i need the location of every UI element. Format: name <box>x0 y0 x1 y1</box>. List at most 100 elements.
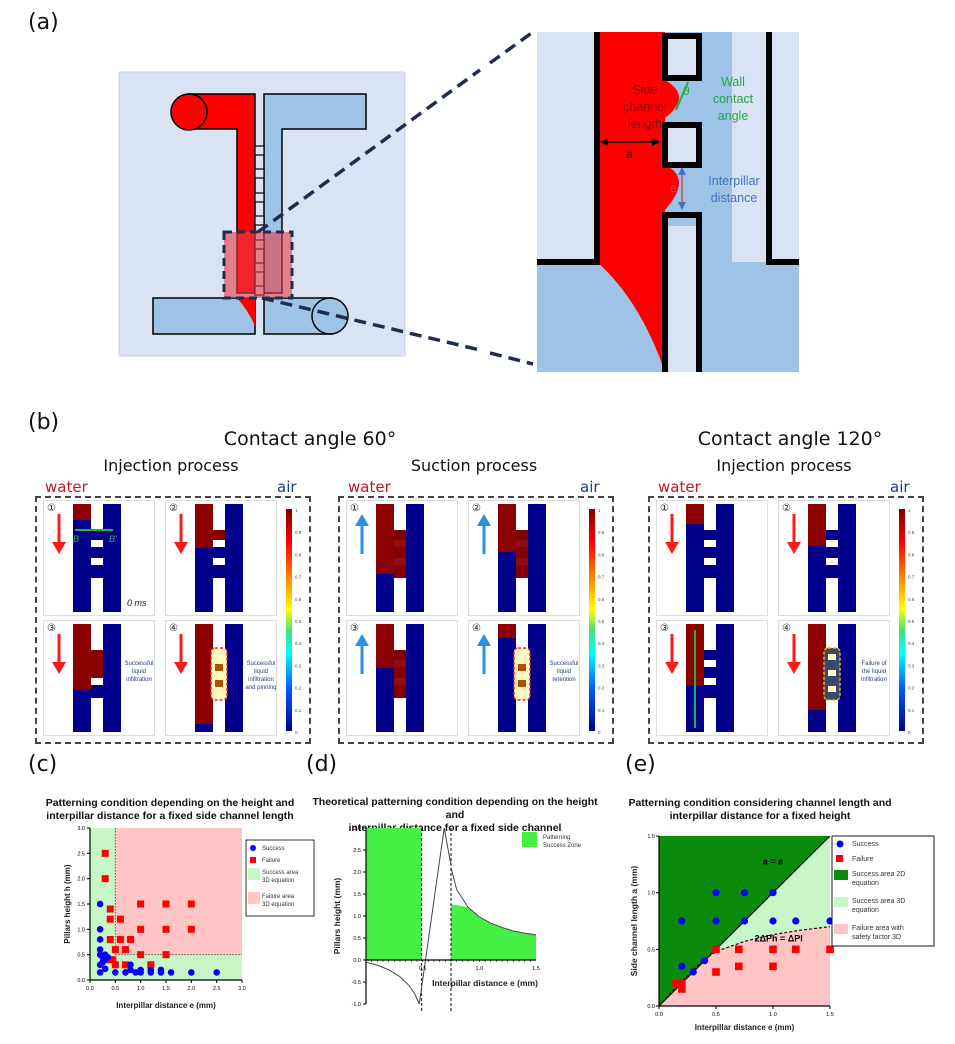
colorbar-gradient <box>899 509 905 731</box>
success-point <box>122 969 129 976</box>
side-channel-label: Side channel length <box>623 83 667 131</box>
y-tick-label: 0.0 <box>77 978 85 984</box>
failure-point <box>111 961 119 969</box>
y-tick-label: 0.5 <box>647 947 655 953</box>
failure-area-3d <box>659 926 830 1006</box>
x-tick-label: 0.5 <box>712 1012 720 1018</box>
failure-point <box>712 968 720 976</box>
theory-curve-right <box>450 867 537 936</box>
frame-note: Failure of the liquid infiltration <box>861 661 887 683</box>
group-title-120: Contact angle 120° <box>697 428 883 450</box>
failure-point <box>735 945 743 954</box>
simulation-frame-group <box>648 496 924 744</box>
colorbar: 10.90.80.70.60.50.40.30.20.10 <box>589 508 605 735</box>
y-tick-label: 2.0 <box>353 870 361 876</box>
pinned-liquid <box>518 664 526 671</box>
water-fill <box>195 624 213 724</box>
colorbar-tick: 0.1 <box>295 708 302 713</box>
x-tick-label: 0.0 <box>86 986 94 992</box>
simulation-frame <box>778 500 890 616</box>
legend-marker-success <box>250 845 256 851</box>
frame-note: Successful liquid retention <box>549 661 579 683</box>
simulation-frame <box>43 620 155 736</box>
success-point <box>167 969 175 976</box>
x-tick-label: 0.5 <box>112 986 120 992</box>
colorbar-tick: 0.7 <box>598 575 605 580</box>
success-point <box>712 889 720 897</box>
failure-point <box>162 951 170 959</box>
x-tick-label: 1.5 <box>162 986 170 992</box>
cut-label-b: B <box>73 534 80 544</box>
failure-point <box>101 849 109 857</box>
colorbar-tick: 0.7 <box>908 575 915 580</box>
water-fill <box>498 504 516 552</box>
x-tick-label: 1.5 <box>826 1012 834 1018</box>
frame-number: ④ <box>782 623 791 634</box>
frame-number: ③ <box>350 623 359 634</box>
y-tick-label: 1.5 <box>353 892 361 898</box>
channel-right <box>103 504 121 612</box>
e-symbol: e <box>670 181 677 195</box>
simulation-frame <box>346 620 458 736</box>
failure-point <box>137 900 145 908</box>
colorbar-tick: 0.5 <box>295 619 302 624</box>
colorbar-tick: 0.6 <box>295 597 302 602</box>
pinned-liquid <box>215 664 223 671</box>
y-tick-label: 1.0 <box>353 914 361 920</box>
pillar <box>704 660 716 667</box>
success-point <box>689 968 697 976</box>
failure-point <box>127 935 135 943</box>
failure-point <box>106 935 114 943</box>
failure-point <box>187 900 195 908</box>
pillar <box>213 540 225 547</box>
colorbar-tick: 0.2 <box>908 686 915 691</box>
water-label: water <box>658 478 701 496</box>
flow-arrow-down-icon <box>787 542 801 554</box>
water-fill <box>376 504 394 574</box>
legend-label: Success <box>262 846 285 852</box>
flow-arrow-down-icon <box>665 662 679 674</box>
success-point <box>127 966 134 974</box>
water-fill <box>195 504 213 548</box>
colorbar-tick: 1 <box>295 508 298 513</box>
outlet-circle <box>311 297 349 335</box>
legend-label: equation <box>852 880 879 887</box>
colorbar-tick: 0.1 <box>598 708 605 713</box>
air-label: air <box>277 478 297 496</box>
panel-a-schematic <box>118 30 799 372</box>
cut-label-b-prime: B' <box>109 534 117 544</box>
colorbar-tick: 0 <box>295 730 298 735</box>
channel-right <box>716 624 734 732</box>
legend-swatch <box>522 832 537 847</box>
success-point <box>678 917 686 925</box>
success-point <box>769 917 777 925</box>
inlet-circle <box>170 93 208 131</box>
failure-point <box>121 946 129 954</box>
frame-time: 0 ms <box>127 598 147 608</box>
y-axis-label: Pillars height (mm) <box>332 878 342 955</box>
water-label: water <box>45 478 88 496</box>
panel-c-label: (c) <box>28 752 58 777</box>
colorbar-tick: 0.9 <box>598 530 605 535</box>
frame-number: ④ <box>472 623 481 634</box>
y-tick-label: 1.5 <box>77 902 85 908</box>
x-tick-label: 2.5 <box>213 986 221 992</box>
frame-number: ③ <box>47 623 56 634</box>
y-tick-label: 2.5 <box>353 848 361 854</box>
y-tick-label: 1.0 <box>77 927 85 933</box>
success-point <box>678 962 686 970</box>
colorbar-gradient <box>589 509 595 731</box>
colorbar-tick: 0.8 <box>908 552 915 557</box>
failure-point <box>101 875 109 883</box>
flow-arrow-up-icon <box>355 634 369 646</box>
failure-point <box>147 961 155 969</box>
failure-point <box>106 905 114 913</box>
process-title: Injection process <box>103 456 239 475</box>
pinned-liquid <box>518 680 526 687</box>
colorbar-tick: 0.8 <box>295 552 302 557</box>
pillar-gap <box>91 530 103 578</box>
water-fill <box>376 624 394 668</box>
legend-swatch <box>834 924 848 934</box>
